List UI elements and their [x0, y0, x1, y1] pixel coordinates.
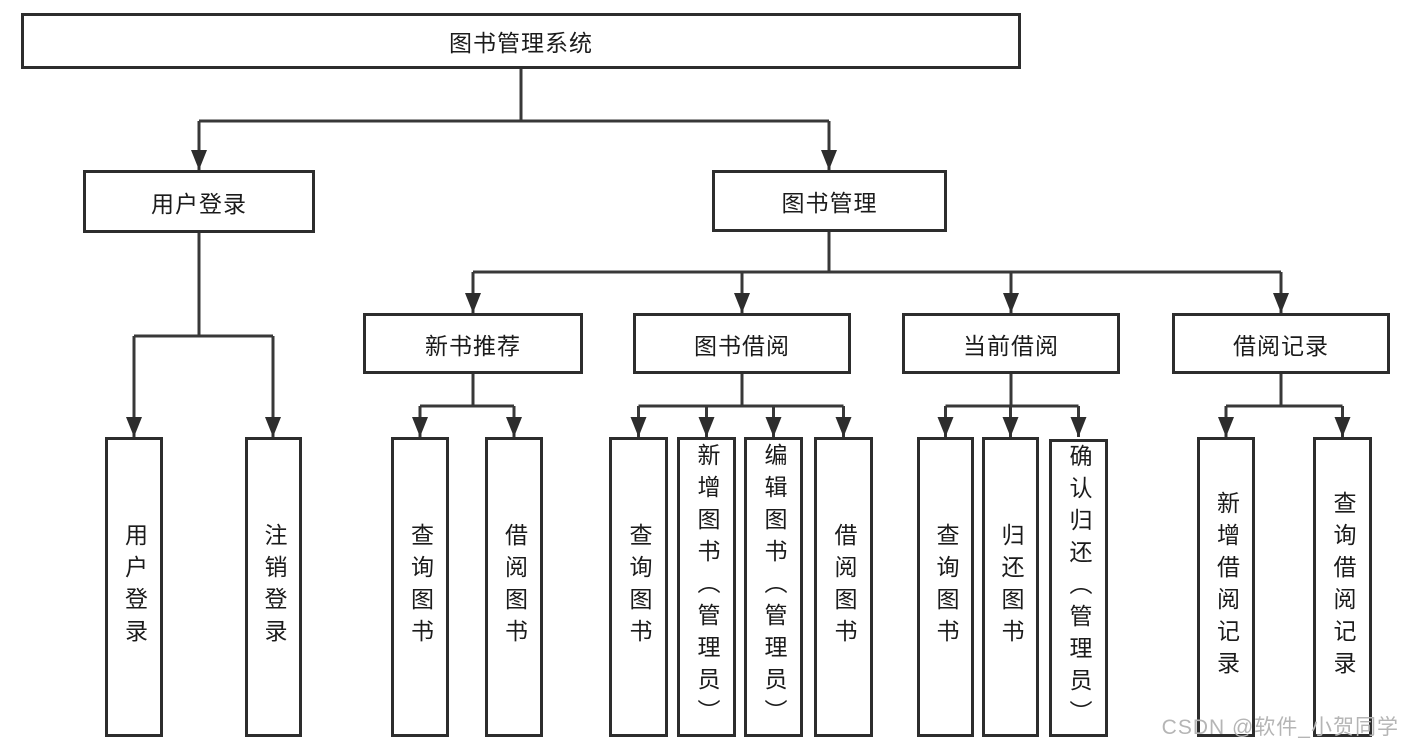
- node-user-login: 用户登录: [83, 170, 315, 233]
- leaf-bb-edit-books-admin: 编辑图书（管理员）: [744, 437, 803, 737]
- node-root-system: 图书管理系统: [21, 13, 1021, 69]
- node-label: 查询借阅记录: [1330, 491, 1356, 683]
- node-label: 借阅图书: [501, 523, 528, 651]
- leaf-bb-add-books-admin: 新增图书（管理员）: [677, 437, 736, 737]
- node-book-management: 图书管理: [712, 170, 947, 232]
- node-new-book-recommend: 新书推荐: [363, 313, 583, 374]
- node-label: 查询图书: [407, 523, 434, 651]
- node-label: 用户登录: [151, 190, 247, 217]
- node-label: 借阅图书: [831, 523, 857, 651]
- node-label: 图书管理系统: [449, 30, 593, 56]
- csdn-watermark: CSDN @软件_小贺同学: [1161, 716, 1399, 739]
- leaf-cb-confirm-return-admin: 确认归还（管理员）: [1049, 439, 1108, 737]
- leaf-cb-return-books: 归还图书: [982, 437, 1039, 737]
- node-label: 图书管理: [781, 190, 878, 216]
- leaf-cb-query-books: 查询图书: [917, 437, 974, 737]
- node-label: 查询图书: [933, 523, 959, 651]
- leaf-logout: 注销登录: [245, 437, 302, 737]
- node-label: 查询图书: [626, 523, 652, 651]
- node-label: 编辑图书（管理员）: [761, 443, 787, 731]
- leaf-user-login: 用户登录: [105, 437, 163, 737]
- node-label: 图书借阅: [694, 332, 790, 359]
- node-label: 用户登录: [121, 523, 148, 651]
- node-label: 新增图书（管理员）: [694, 443, 720, 731]
- node-label: 新书推荐: [425, 332, 521, 359]
- leaf-bb-query-books: 查询图书: [609, 437, 668, 737]
- node-current-borrow: 当前借阅: [902, 313, 1120, 374]
- node-label: 新增借阅记录: [1213, 491, 1240, 683]
- leaf-nbr-borrow-books: 借阅图书: [485, 437, 543, 737]
- node-book-borrow: 图书借阅: [633, 313, 851, 374]
- leaf-bb-borrow-books: 借阅图书: [814, 437, 873, 737]
- node-label: 确认归还（管理员）: [1066, 444, 1092, 732]
- node-borrow-records: 借阅记录: [1172, 313, 1390, 374]
- leaf-nbr-query-books: 查询图书: [391, 437, 449, 737]
- leaf-br-query-record: 查询借阅记录: [1313, 437, 1372, 737]
- node-label: 归还图书: [998, 523, 1024, 651]
- node-label: 当前借阅: [963, 332, 1059, 359]
- leaf-br-add-record: 新增借阅记录: [1197, 437, 1255, 737]
- node-label: 注销登录: [261, 523, 287, 651]
- node-label: 借阅记录: [1233, 332, 1329, 359]
